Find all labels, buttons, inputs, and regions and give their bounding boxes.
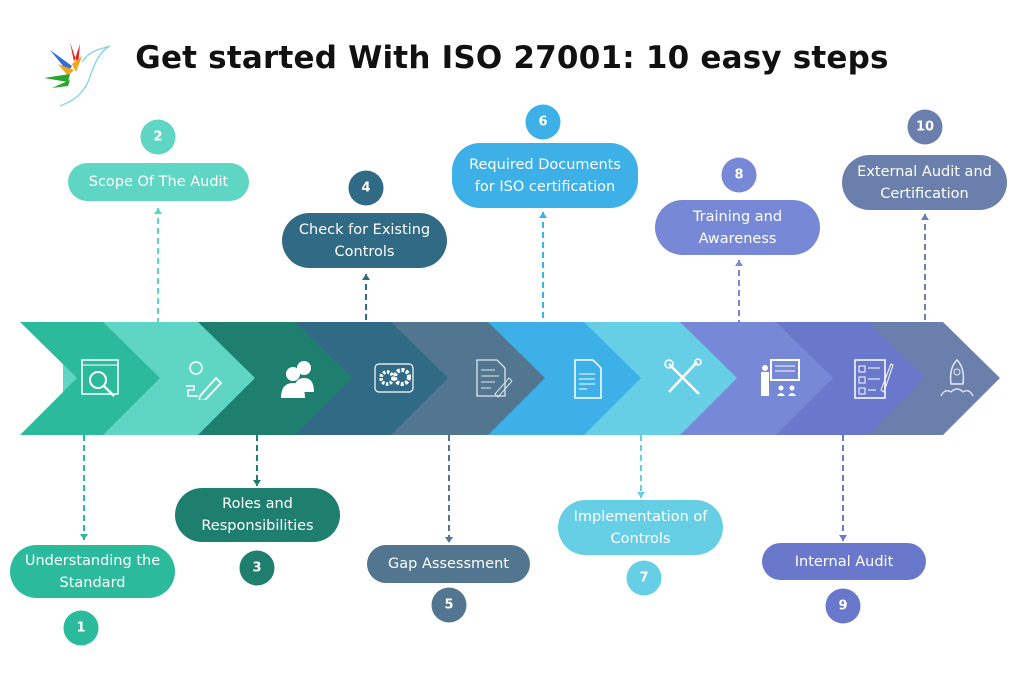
step-number-badge: 5 [431,587,467,623]
step-label-box: Internal Audit [762,543,926,580]
step-number-badge: 8 [721,157,757,193]
document-pen-icon [469,356,513,400]
step-number-badge: 3 [239,550,275,586]
step-label-box: Training and Awareness [655,200,820,255]
step-label-box: Roles and Responsibilities [175,488,340,542]
arrowhead-icon [362,274,370,280]
lightbulb-pencil-icon [180,356,224,403]
step-number-badge: 7 [626,560,662,596]
step-label-box: Check for Existing Controls [282,213,447,268]
step-label-box: Scope Of The Audit [68,163,249,201]
step-label-box: Implementation of Controls [558,500,723,555]
arrowhead-icon [80,534,88,540]
step-label-box: Understanding the Standard [10,545,175,598]
step-number-badge: 2 [140,119,176,155]
tools-icon [661,356,705,400]
magnifier-window-icon [78,356,122,400]
arrowhead-icon [253,480,261,486]
step-number-badge: 6 [525,104,561,140]
arrowhead-icon [539,212,547,218]
documents-icon [565,356,609,400]
step-label-box: External Audit and Certification [842,155,1007,210]
people-icon [276,356,320,400]
page-title: Get started With ISO 27001: 10 easy step… [135,40,889,76]
step-number-badge: 4 [348,170,384,206]
arrowhead-icon [839,535,847,541]
step-number-badge: 10 [907,109,943,145]
step-number-badge: 1 [63,610,99,646]
step-label-box: Gap Assessment [367,545,530,583]
rocket-icon [935,356,979,400]
arrowhead-icon [637,492,645,498]
arrowhead-icon [445,537,453,543]
arrowhead-icon [735,260,743,266]
step-label-box: Required Documents for ISO certification [452,143,638,208]
gears-cycle-icon [372,356,416,400]
checklist-icon [851,356,895,400]
arrowhead-icon [154,208,162,214]
arrowhead-icon [921,214,929,220]
presentation-icon [757,356,801,400]
logo-bird-icon [44,42,111,107]
step-number-badge: 9 [825,588,861,624]
